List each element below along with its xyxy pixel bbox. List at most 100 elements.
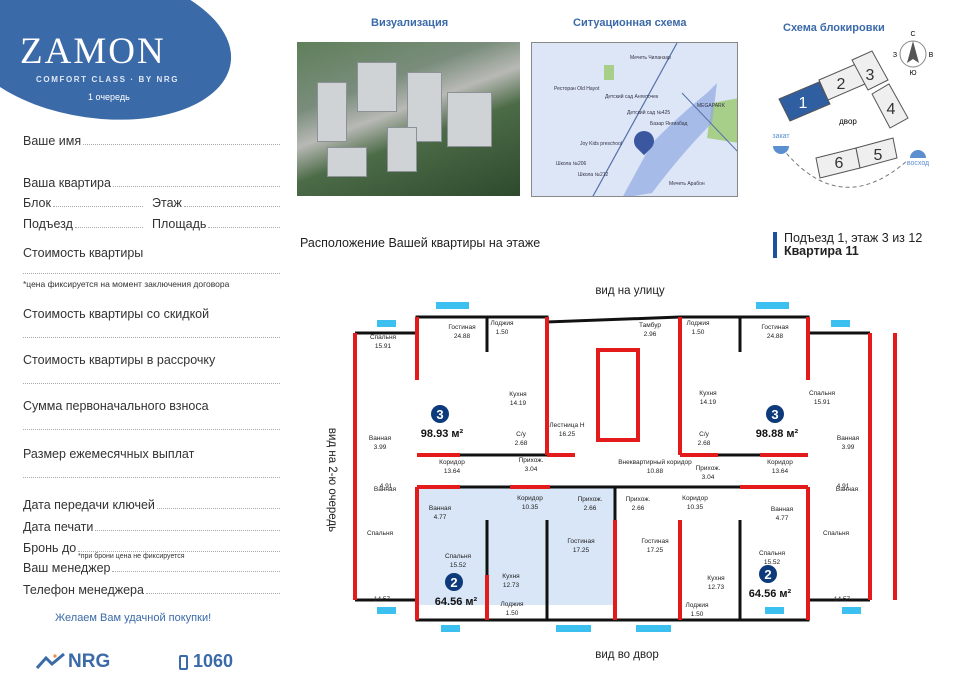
room-label: Лоджия	[685, 602, 709, 609]
svg-text:З: З	[893, 52, 897, 59]
field-label: Дата печати	[23, 520, 94, 534]
field-area[interactable]: Площадь	[152, 217, 280, 231]
room-label: Ванная	[837, 435, 860, 442]
view-second-label: вид на 2-ю очередь	[326, 428, 338, 532]
map-label: Ресторан Old Hayot	[554, 86, 600, 92]
input-price-discount[interactable]	[23, 337, 280, 338]
field-label: Бронь до	[23, 541, 77, 555]
field-manager-phone[interactable]: Телефон менеджера	[23, 583, 280, 597]
room-label: 13.64	[444, 468, 461, 475]
input-down-payment[interactable]	[23, 429, 280, 430]
map-label: Детский сад №425	[627, 110, 671, 116]
room-label: Спальня	[809, 390, 836, 397]
field-reserve[interactable]: Бронь до	[23, 541, 280, 555]
label-price-installment: Стоимость квартиры в рассрочку	[23, 353, 216, 367]
field-label: Площадь	[152, 217, 207, 231]
svg-text:В: В	[929, 52, 934, 59]
room-label: 3.99	[374, 444, 387, 451]
queue-label: 1 очередь	[88, 92, 130, 102]
room-label: Тамбур	[639, 321, 661, 329]
situation-title: Ситуационная схема	[573, 17, 687, 29]
room-label: Лестница Н	[549, 422, 584, 429]
room-label: С/у	[516, 431, 527, 438]
field-floor[interactable]: Этаж	[152, 196, 280, 210]
field-label: Блок	[23, 196, 51, 210]
room-label: 10.35	[522, 504, 539, 511]
room-label: 15.52	[450, 562, 467, 569]
apartment-area: 98.88 м²	[756, 428, 799, 440]
view-street-label: вид на улицу	[595, 285, 665, 297]
room-label: Гостиная	[567, 538, 595, 545]
block-label: 6	[835, 155, 844, 172]
entrance-floor: Подъезд 1, этаж 3 из 12	[784, 231, 923, 245]
room-label: Гостиная	[761, 324, 789, 331]
room-label: 12.73	[708, 584, 725, 591]
field-label: Ваша квартира	[23, 176, 111, 190]
field-apartment[interactable]: Ваша квартира	[23, 176, 280, 190]
nrg-logo-icon	[36, 652, 65, 670]
blocking-scheme: 1 2 3 4 5 6 двор закат восход С Ю З В	[772, 31, 934, 188]
room-label: 3.99	[842, 444, 855, 451]
room-label: Ванная	[374, 486, 397, 493]
apartment-info: Подъезд 1, этаж 3 из 12 Квартира 11	[773, 232, 922, 258]
field-name[interactable]: Ваше имя	[23, 134, 280, 148]
field-manager[interactable]: Ваш менеджер	[23, 561, 280, 575]
room-label: Спальня	[445, 553, 472, 560]
field-print-date[interactable]: Дата печати	[23, 520, 280, 534]
apartment-area: 64.56 м²	[435, 596, 478, 608]
phone-number[interactable]: 1060	[193, 651, 234, 671]
room-label: 17.25	[647, 547, 664, 554]
room-label: 3.04	[702, 474, 715, 481]
map-label: Детский сад Ангелочек	[605, 94, 659, 100]
sunset-label: закат	[772, 133, 790, 140]
room-label: 10.35	[687, 504, 704, 511]
block-5[interactable]	[855, 137, 898, 169]
situation-map[interactable]: Мечеть Чиланзар Ресторан Old Hayot Детск…	[531, 42, 738, 197]
room-count-badge	[766, 405, 784, 423]
block-label: 4	[887, 101, 896, 118]
field-block[interactable]: Блок	[23, 196, 143, 210]
room-label: Ванная	[836, 486, 859, 493]
brand-logo: ZAMON	[20, 31, 166, 72]
room-label: Прихож.	[519, 457, 544, 464]
apartment-area: 98.93 м²	[421, 428, 464, 440]
room-label: 2.66	[584, 505, 597, 512]
room-label: 14.19	[700, 399, 717, 406]
visualization-image[interactable]	[297, 42, 520, 196]
room-label: Ванная	[771, 506, 794, 513]
room-label: 10.88	[647, 468, 664, 475]
room-label: 4.91	[380, 483, 393, 490]
block-3[interactable]	[851, 50, 889, 91]
input-price-installment[interactable]	[23, 383, 280, 384]
price-note: *цена фиксируется на момент заключения д…	[23, 279, 230, 289]
field-label: Ваш менеджер	[23, 561, 111, 575]
field-label: Подъезд	[23, 217, 73, 231]
room-label: Спальня	[367, 530, 394, 537]
room-label: 1.50	[692, 329, 705, 336]
room-label: 14.57	[834, 596, 851, 603]
apartment-area: 64.56 м²	[749, 588, 792, 600]
field-entrance[interactable]: Подъезд	[23, 217, 143, 231]
block-label: 3	[866, 67, 875, 84]
sunrise-label: восход	[907, 160, 929, 167]
wish-text: Желаем Вам удачной покупки!	[55, 612, 212, 624]
room-label: 3.04	[525, 466, 538, 473]
room-label: Внеквартирный коридор	[618, 458, 692, 466]
input-monthly[interactable]	[23, 477, 280, 478]
room-label: Кухня	[502, 573, 520, 580]
svg-text:Ю: Ю	[909, 70, 916, 77]
field-keys-date[interactable]: Дата передачи ключей	[23, 498, 280, 512]
input-price[interactable]	[23, 273, 280, 274]
sunset-icon	[773, 146, 789, 154]
room-label: 1.50	[506, 610, 519, 617]
room-label: Кухня	[509, 391, 527, 398]
room-count-badge	[759, 565, 777, 583]
room-label: 2.96	[644, 331, 657, 338]
field-label: Телефон менеджера	[23, 583, 144, 597]
room-label: Гостиная	[448, 324, 476, 331]
room-label: Лоджия	[490, 320, 514, 327]
block-4[interactable]	[871, 83, 909, 129]
field-label: Этаж	[152, 196, 182, 210]
block-1[interactable]	[778, 81, 831, 122]
